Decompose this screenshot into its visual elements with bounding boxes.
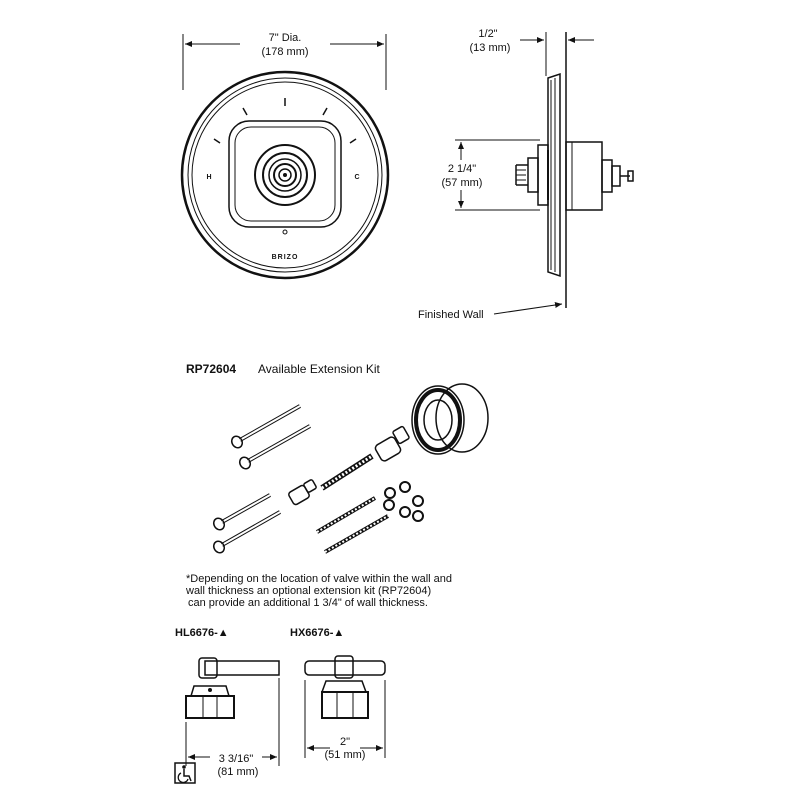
long-screw-1 <box>230 404 301 449</box>
handle-hx: HX6676-▲ 2" (51 mm) <box>290 627 386 761</box>
flange-in: 1/2" <box>478 28 497 40</box>
kit-note-line3: can provide an additional 1 3/4" of wall… <box>188 597 428 609</box>
hl-model-label: HL6676-▲ <box>175 627 229 639</box>
kit-note-line2: wall thickness an optional extension kit… <box>185 585 431 597</box>
long-screw-2 <box>238 424 311 470</box>
handle-hl: HL6676-▲ 3 3/16" (81 mm) <box>175 627 280 778</box>
hl-dim-mm: (81 mm) <box>218 766 259 778</box>
mid-screw-1 <box>212 493 271 531</box>
center-cartridge <box>254 144 316 206</box>
large-adapter <box>374 425 410 462</box>
hx-model-label: HX6676-▲ <box>290 627 344 639</box>
hx-dim-mm: (51 mm) <box>325 749 366 761</box>
temperature-ticks <box>213 98 357 144</box>
height-mm: (57 mm) <box>442 177 483 189</box>
hl-dim-in: 3 3/16" <box>219 753 254 765</box>
wheelchair-accessible-icon <box>174 762 196 784</box>
trim-profile <box>515 72 634 278</box>
kit-part-number: RP72604 <box>186 362 236 376</box>
handle-square <box>228 120 342 228</box>
nuts <box>383 481 424 522</box>
hx-dim-in: 2" <box>340 736 350 748</box>
extension-kit: RP72604 Available Extension Kit <box>185 362 489 609</box>
threaded-rod-2 <box>324 514 389 554</box>
threaded-rod-main <box>320 453 374 491</box>
mid-screw-2 <box>212 510 281 554</box>
height-dimension: 2 1/4" (57 mm) <box>442 139 540 211</box>
finished-wall-label: Finished Wall <box>418 309 484 321</box>
flange-dimension: 1/2" (13 mm) <box>470 28 594 308</box>
flange-mm: (13 mm) <box>470 42 511 54</box>
small-adapter <box>288 479 317 506</box>
kit-title: Available Extension Kit <box>258 362 381 376</box>
extension-sleeve <box>411 383 489 455</box>
brand-logo: BRIZO <box>272 254 299 261</box>
front-width-mm: (178 mm) <box>261 46 308 58</box>
front-width-dimension: 7" Dia. (178 mm) <box>182 32 387 90</box>
front-width-in: 7" Dia. <box>269 32 302 44</box>
side-view: 1/2" (13 mm) <box>418 28 634 321</box>
trim-plate <box>180 70 390 280</box>
cold-mark: C <box>354 174 359 181</box>
front-view: 7" Dia. (178 mm) <box>180 32 390 280</box>
finished-wall-leader <box>493 302 563 315</box>
hot-mark: H <box>206 174 211 181</box>
threaded-rod-1 <box>315 496 377 534</box>
height-in: 2 1/4" <box>448 163 476 175</box>
kit-note-line1: *Depending on the location of valve with… <box>186 573 452 585</box>
indicator-dot <box>282 229 288 235</box>
